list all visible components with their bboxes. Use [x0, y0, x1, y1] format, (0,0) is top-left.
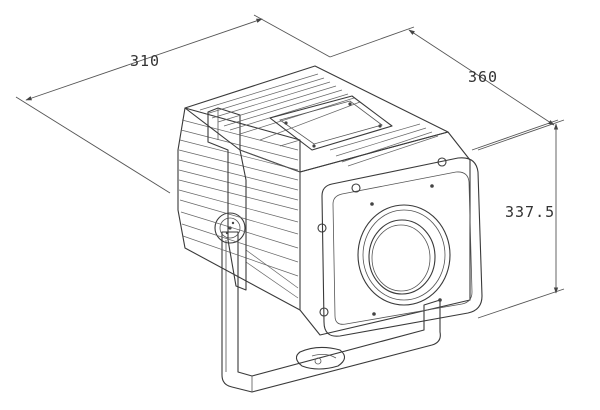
mounting-bracket [214, 212, 441, 393]
dimension-line-depth [408, 29, 555, 126]
dimension-width: 310 [15, 14, 331, 194]
extension-line-front [471, 119, 559, 151]
bezel-clip [319, 307, 329, 317]
bezel-clip [351, 183, 361, 193]
bezel-clip [317, 223, 327, 233]
side-face [177, 107, 301, 311]
dimension-label-width: 310 [130, 52, 160, 70]
bracket-slot [295, 346, 346, 370]
projector-body [177, 65, 483, 337]
extension-line-top [477, 119, 565, 151]
bezel-clip [437, 157, 447, 167]
dimension-label-height: 337.5 [505, 203, 555, 221]
side-collar [207, 107, 247, 291]
extension-line-back [329, 26, 415, 58]
dimension-line-width [25, 18, 263, 101]
top-cooling-fins [199, 73, 439, 167]
front-collar [299, 131, 471, 336]
dimension-height: 337.5 [477, 119, 565, 319]
dimension-depth: 360 [329, 26, 559, 151]
lens [357, 204, 451, 306]
extension-line-bottom [477, 288, 565, 319]
front-bezel [321, 157, 483, 337]
dimension-label-depth: 360 [468, 68, 498, 86]
extension-line-right [253, 14, 331, 58]
pivot-knob [214, 212, 246, 244]
extension-line-left [15, 96, 171, 194]
top-access-plate [269, 95, 393, 151]
